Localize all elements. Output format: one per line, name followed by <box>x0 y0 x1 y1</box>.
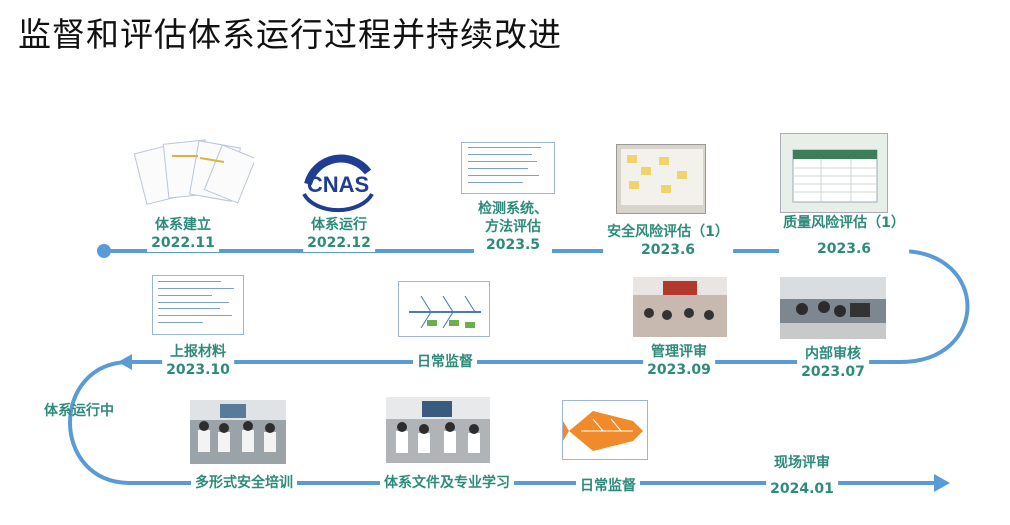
documents-image <box>132 134 254 208</box>
timeline-curve-left <box>68 360 132 485</box>
meeting-photo-2 <box>633 277 727 337</box>
whiteboard-photo <box>616 144 706 214</box>
system-in-operation-label: 体系运行中 <box>44 403 114 419</box>
fishbone-orange-diagram-image <box>562 400 648 460</box>
quality-risk-table-image <box>780 133 888 213</box>
document-study-photo <box>386 397 490 463</box>
page-title: 监督和评估体系运行过程并持续改进 <box>18 15 562 54</box>
milestone-safety-training: 多形式安全培训 <box>191 474 297 492</box>
timeline-start-dot <box>97 244 111 258</box>
report-materials-image <box>152 275 244 335</box>
timeline-arrow-end <box>934 474 950 492</box>
safety-training-photo <box>190 400 286 464</box>
timeline-curve-right <box>898 249 970 364</box>
milestone-quality-risk-assessment: 质量风险评估（1）2023.6 <box>779 214 909 258</box>
milestone-daily-supervision-1: 日常监督 <box>413 353 477 371</box>
timeline-arrow-row-2 <box>118 354 132 370</box>
milestone-daily-supervision-2: 日常监督 <box>576 477 640 495</box>
cnas-logo: CNAS <box>294 144 382 214</box>
milestone-document-study: 体系文件及专业学习 <box>380 474 514 492</box>
detection-report-image <box>461 142 555 194</box>
fishbone-diagram-image <box>398 281 490 337</box>
meeting-photo-1 <box>780 277 886 339</box>
cnas-logo-text: CNAS <box>307 172 369 197</box>
milestone-safety-risk-assessment: 安全风险评估（1）2023.6 <box>603 223 733 259</box>
